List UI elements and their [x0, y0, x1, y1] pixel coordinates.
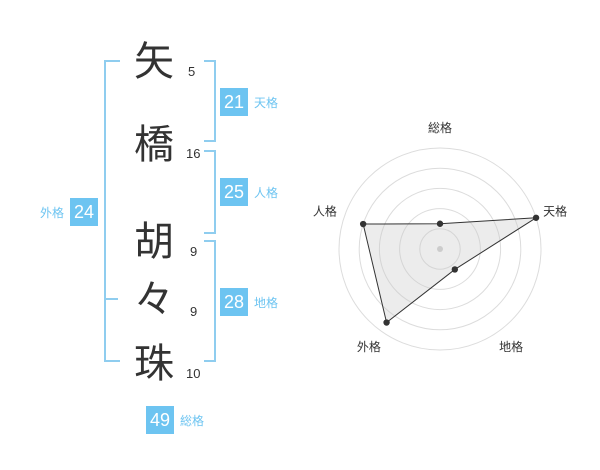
radar-ring [338, 147, 542, 351]
radar-ring [399, 208, 481, 290]
soukaku-badge: 49 総格 [146, 406, 204, 434]
soukaku-value: 49 [146, 406, 174, 434]
radar-point [436, 220, 444, 227]
name-char-5: 珠 [134, 341, 174, 387]
name-char-2: 橋 [134, 122, 174, 168]
radar-point [359, 220, 367, 228]
tenkaku-badge: 21 天格 [220, 88, 278, 116]
radar-point [451, 266, 459, 273]
gaikaku-bracket [104, 60, 120, 362]
radar-area [362, 217, 537, 324]
radar-axis-label: 人格 [313, 204, 337, 219]
gaikaku-bracket-tick [104, 298, 118, 300]
radar-ring [378, 187, 502, 311]
radar-ring [419, 228, 461, 270]
radar-ring [358, 167, 522, 331]
radar-axis-label: 外格 [357, 339, 381, 354]
name-char-1: 矢 [134, 39, 174, 85]
gaikaku-value: 24 [70, 198, 99, 226]
radar-point [532, 214, 540, 221]
name-char-4: 々 [134, 277, 174, 323]
stroke-count-1: 5 [188, 64, 196, 79]
radar-axis-label: 総格 [428, 120, 452, 135]
radar-point [383, 319, 390, 326]
tenkaku-bracket [204, 60, 216, 142]
radar-axis-label: 地格 [499, 339, 523, 354]
chikaku-bracket [204, 240, 216, 362]
jinkaku-value: 25 [220, 178, 248, 206]
stroke-count-2: 16 [186, 146, 201, 161]
radar-axis-label: 天格 [543, 204, 567, 219]
stroke-count-4: 9 [190, 304, 198, 319]
jinkaku-label: 人格 [254, 185, 279, 200]
gaikaku-label: 外格 [40, 205, 65, 220]
tenkaku-label: 天格 [254, 95, 279, 110]
jinkaku-bracket [204, 150, 216, 234]
radar-center [437, 246, 443, 252]
name-char-3: 胡 [134, 219, 174, 265]
chikaku-badge: 28 地格 [220, 288, 278, 316]
gaikaku-badge: 24 外格 [40, 198, 99, 226]
stroke-count-5: 10 [186, 366, 201, 381]
chikaku-value: 28 [220, 288, 248, 316]
jinkaku-badge: 25 人格 [220, 178, 278, 206]
chikaku-label: 地格 [254, 295, 279, 310]
stroke-count-3: 9 [190, 244, 198, 259]
soukaku-label: 総格 [180, 413, 205, 428]
tenkaku-value: 21 [220, 88, 248, 116]
